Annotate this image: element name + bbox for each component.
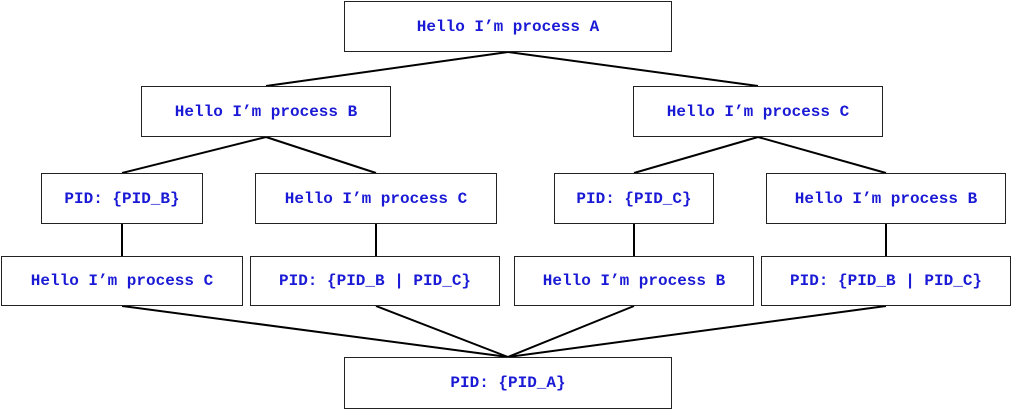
edge-l3-4-to-pid-a	[507, 305, 887, 358]
node-l3-hello-b-label: Hello I’m process B	[542, 272, 726, 290]
edge-a-to-b	[265, 51, 509, 87]
edge-b-to-hello-c	[265, 136, 377, 174]
node-l3-hello-c: Hello I’m process C	[1, 256, 243, 306]
node-l3-pid-bc-right-label: PID: {PID_B | PID_C}	[789, 272, 983, 290]
edge-l3-1-to-pid-a	[121, 305, 509, 358]
node-b-child-hello-c-label: Hello I’m process C	[284, 189, 468, 208]
edge-c-to-pid-c	[633, 136, 759, 174]
node-process-b-label: Hello I’m process B	[174, 102, 358, 121]
edge-c-to-hello-b	[757, 136, 887, 174]
node-c-child-hello-b: Hello I’m process B	[766, 173, 1006, 224]
node-pid-a: PID: {PID_A}	[344, 357, 672, 409]
node-pid-b-label: PID: {PID_B}	[64, 189, 180, 208]
node-c-child-hello-b-label: Hello I’m process B	[794, 189, 978, 208]
edge-b-to-pid-b	[121, 136, 267, 174]
node-l3-hello-b: Hello I’m process B	[514, 256, 754, 306]
edge-l3-2-to-pid-a	[375, 305, 509, 358]
node-l3-pid-bc-right: PID: {PID_B | PID_C}	[761, 256, 1011, 306]
node-process-a-label: Hello I’m process A	[416, 17, 600, 36]
node-process-c-label: Hello I’m process C	[666, 102, 850, 121]
node-l3-hello-c-label: Hello I’m process C	[30, 272, 214, 290]
node-l3-pid-bc-left-label: PID: {PID_B | PID_C}	[278, 272, 472, 290]
node-process-a: Hello I’m process A	[344, 1, 672, 52]
node-b-child-hello-c: Hello I’m process C	[255, 173, 497, 224]
node-l3-pid-bc-left: PID: {PID_B | PID_C}	[250, 256, 500, 306]
node-process-c: Hello I’m process C	[633, 86, 883, 137]
edge-l3-3-to-pid-a	[507, 305, 635, 358]
edge-a-to-c	[507, 51, 759, 87]
node-process-b: Hello I’m process B	[141, 86, 391, 137]
node-pid-b: PID: {PID_B}	[41, 173, 203, 224]
node-pid-a-label: PID: {PID_A}	[450, 374, 566, 392]
node-pid-c: PID: {PID_C}	[554, 173, 714, 224]
node-pid-c-label: PID: {PID_C}	[576, 189, 692, 208]
